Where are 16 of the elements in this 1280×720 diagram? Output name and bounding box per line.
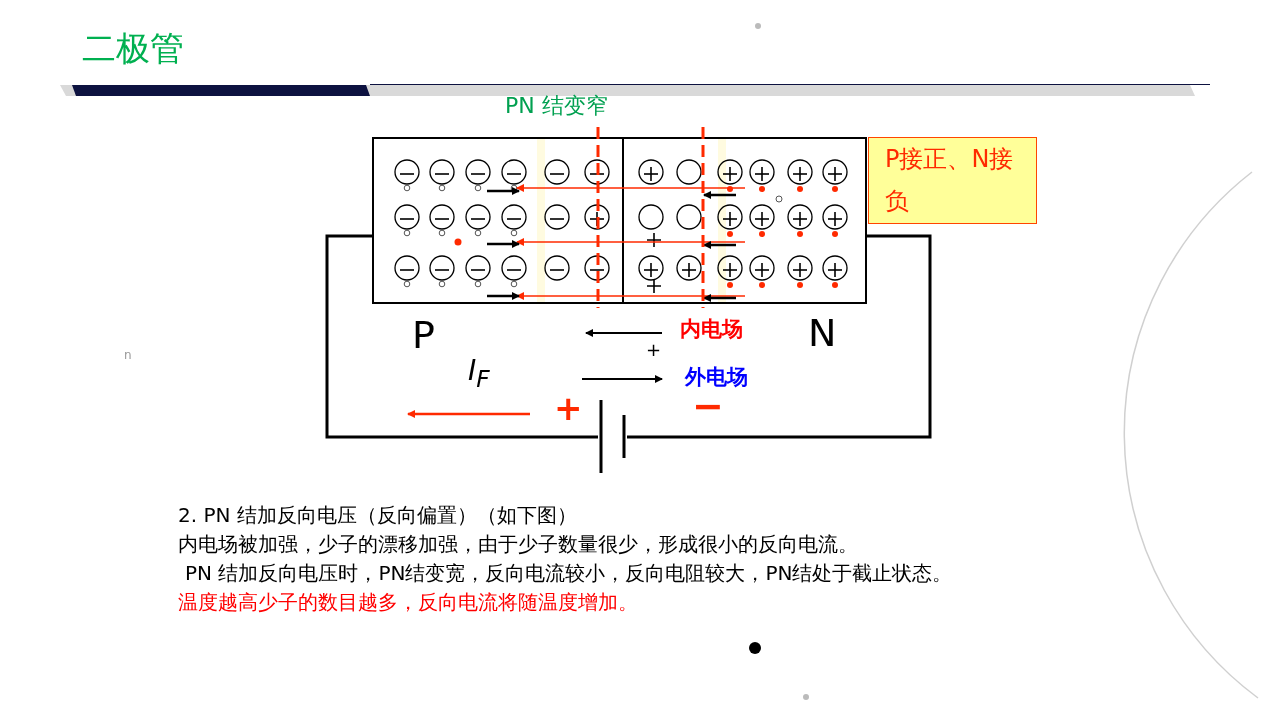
current-label: I$_{F}$: [468, 354, 490, 393]
stray-letter: n: [124, 348, 132, 363]
circuit-wire: [325, 234, 598, 439]
text-line: 内电场被加强，少子的漂移加强，由于少子数量很少，形成很小的反向电流。: [178, 532, 858, 556]
title: 二极管: [82, 28, 184, 69]
polarity-sign: +: [554, 388, 583, 429]
region-label: N: [808, 311, 837, 357]
charge-sign: +: [646, 339, 662, 361]
field-label: 内电场: [680, 317, 743, 343]
note-box: P接正、N接负: [868, 137, 1037, 224]
circuit-wire: [627, 234, 932, 439]
text-line: 2. PN 结加反向电压（反向偏置）（如下图）: [178, 503, 577, 527]
text-line: PN 结加反向电压时，PN结变宽，反向电流较小，反向电阻较大，PN结处于截止状态。: [185, 561, 953, 585]
region-label: P: [412, 313, 435, 359]
text-line: 温度越高少子的数目越多，反向电流将随温度增加。: [178, 590, 638, 614]
junction-label: PN 结变窄: [505, 93, 608, 120]
